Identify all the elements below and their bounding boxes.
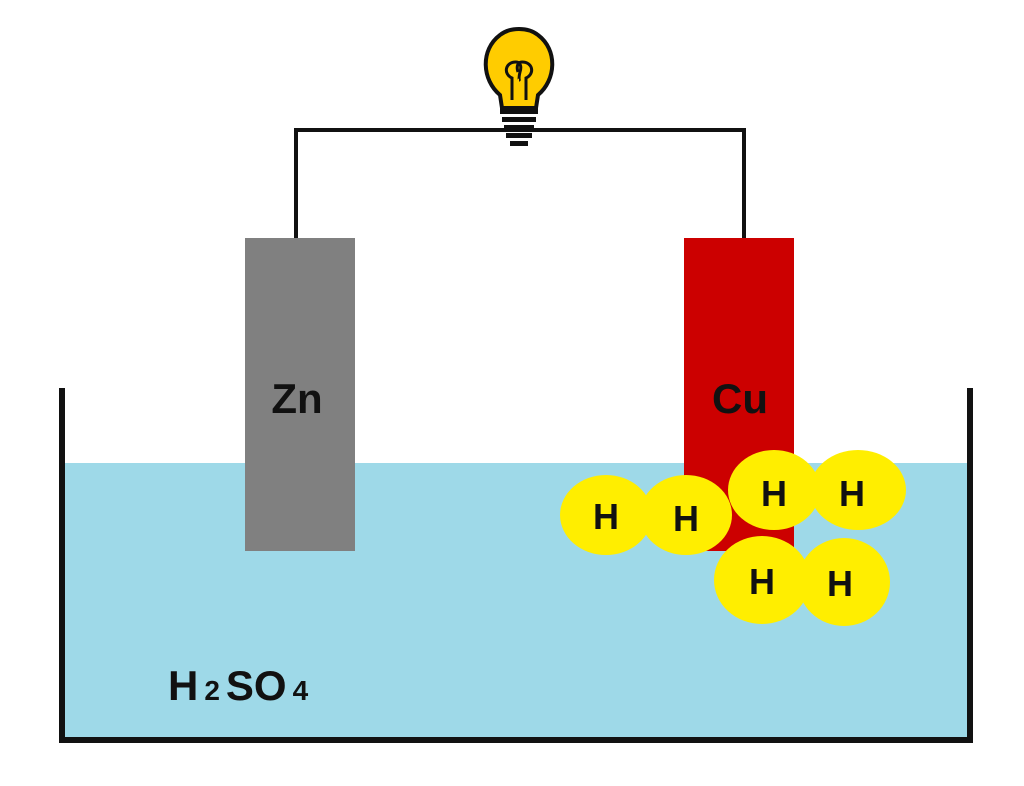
formula-part: SO bbox=[226, 662, 287, 709]
copper-label: Cu bbox=[712, 375, 768, 422]
hydrogen-label: H bbox=[827, 563, 853, 604]
beaker-container bbox=[59, 388, 973, 743]
hydrogen-label: H bbox=[839, 473, 865, 514]
zinc-electrode-body bbox=[245, 238, 355, 551]
hydrogen-label: H bbox=[761, 473, 787, 514]
hydrogen-atom: H bbox=[714, 536, 810, 624]
hydrogen-label: H bbox=[749, 561, 775, 602]
hydrogen-atom: H bbox=[640, 475, 732, 555]
hydrogen-atom: H bbox=[560, 475, 652, 555]
hydrogen-label: H bbox=[673, 498, 699, 539]
zinc-electrode: Zn bbox=[245, 238, 355, 551]
light-bulb-icon bbox=[483, 27, 555, 146]
hydrogen-label: H bbox=[593, 496, 619, 537]
hydrogen-bubbles: H H H H H H bbox=[560, 450, 906, 626]
zinc-label: Zn bbox=[271, 375, 322, 422]
hydrogen-atom: H bbox=[728, 450, 820, 530]
hydrogen-atom: H bbox=[798, 538, 890, 626]
circuit-wire bbox=[294, 128, 746, 238]
formula-part: 2 bbox=[204, 675, 220, 706]
hydrogen-atom: H bbox=[810, 450, 906, 530]
formula-part: 4 bbox=[293, 675, 309, 706]
formula-part: H bbox=[168, 662, 198, 709]
